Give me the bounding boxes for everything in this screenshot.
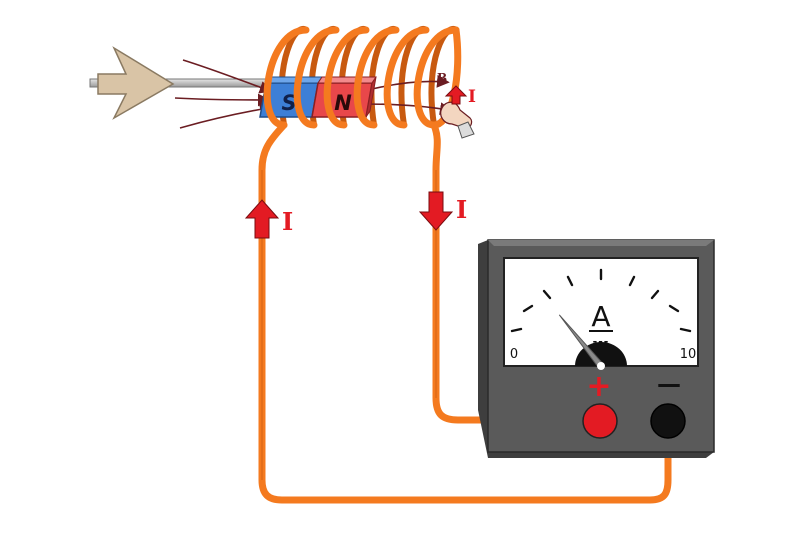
current-label-right: I [456,195,467,224]
unit-label: A [591,300,610,333]
magnet-south-label: S [281,91,296,115]
magnet-north-label: N [334,91,352,115]
dial-scale [510,268,692,333]
positive-terminal[interactable] [582,403,618,439]
current-arrow-coil [444,85,468,105]
field-lines [174,59,453,129]
positive-terminal-label: + [586,369,611,404]
negative-terminal-label: — [657,370,681,398]
coil-front [263,26,462,129]
scale-min-label: 0 [510,347,518,362]
current-label-coil: I [468,87,476,107]
hand-icon [440,101,475,139]
ammeter: 0 10 A --- + — [478,239,715,458]
push-arrow [89,46,271,120]
current-arrow-down [418,191,454,231]
current-label-left: I [282,207,293,236]
negative-terminal[interactable] [650,403,686,439]
field-label: B [437,71,447,85]
scale-max-label: 10 [680,347,697,362]
current-arrow-up [244,199,280,239]
